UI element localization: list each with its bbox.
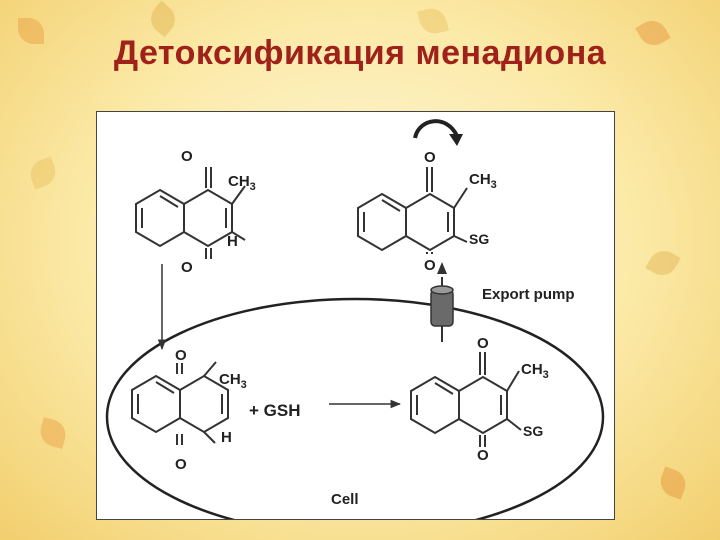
menadione-molecule-outside [135,167,246,259]
methyl-label: CH3 [228,173,256,193]
methyl-label: CH3 [219,371,247,391]
hydrogen-label: H [221,429,232,446]
cell-label: Cell [331,491,359,508]
background-leaf [37,417,69,449]
background-leaf [26,156,60,190]
background-leaf [144,0,182,38]
oxygen-label: O [477,447,489,464]
background-leaf [656,466,690,500]
oxygen-label: O [424,257,436,274]
menadione-molecule-inside [131,361,229,445]
methyl-label: CH3 [469,171,497,191]
menadione-sg-conjugate-inside [410,352,522,447]
methyl-label: CH3 [521,361,549,381]
glutathione-label: SG [523,423,543,439]
hydrogen-label: H [227,233,238,250]
reaction-reagent-label: + GSH [249,401,301,420]
menadione-sg-conjugate-exported [357,167,468,254]
oxygen-label: O [175,347,187,364]
background-leaf [18,18,44,44]
oxygen-label: O [477,335,489,352]
oxygen-label: O [424,149,436,166]
oxygen-label: O [181,259,193,276]
diagram-panel: O O CH3 H O O CH3 H + GSH O O CH3 SG [96,111,615,537]
menadione-detox-diagram: O O CH3 H O O CH3 H + GSH O O CH3 SG [105,119,605,537]
cell-membrane [105,297,605,537]
oxygen-label: O [181,148,193,165]
oxygen-label: O [175,456,187,473]
background-leaf [645,245,681,281]
glutathione-label: SG [469,231,489,247]
export-pump-icon [430,262,454,342]
export-pump-label: Export pump [482,286,575,303]
cycle-arrow-icon [413,119,463,146]
background-leaf [417,5,449,37]
slide-title: Детоксификация менадиона [113,34,607,72]
